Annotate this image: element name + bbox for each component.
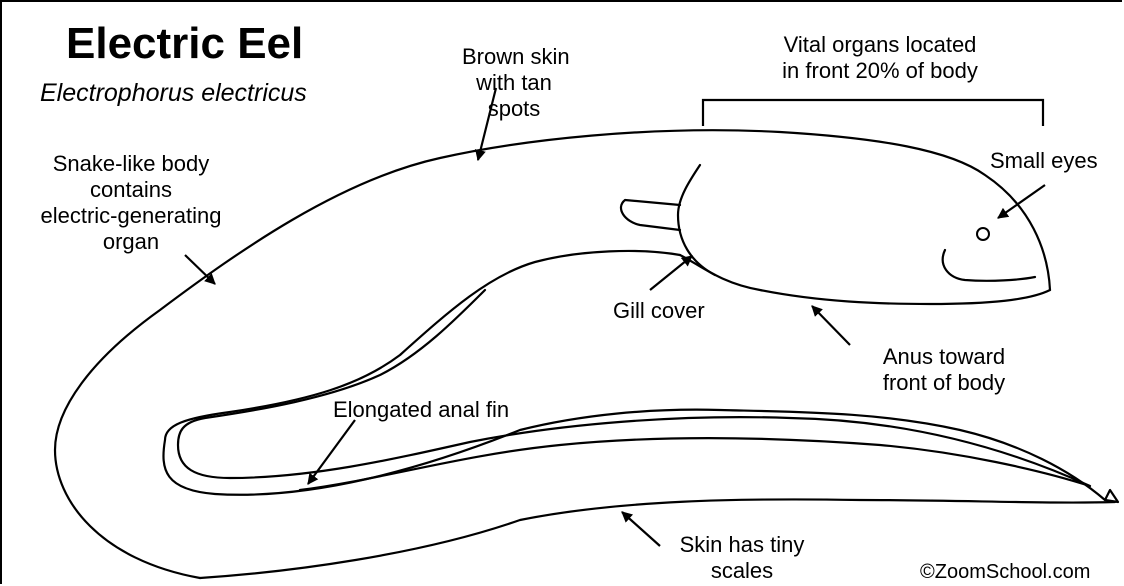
arrow-skin-scales <box>622 512 660 546</box>
arrow-anal-fin <box>308 420 355 484</box>
label-anus-line-2: front of body <box>862 370 1026 396</box>
label-vital-organs: Vital organs located in front 20% of bod… <box>745 32 1015 84</box>
label-brown-skin: Brown skin with tan spots <box>462 44 566 122</box>
label-snake-body-line-1: Snake-like body <box>16 151 246 177</box>
label-skin-scales-line-1: Skin has tiny <box>662 532 822 558</box>
label-snake-body-line-4: organ <box>16 229 246 255</box>
eye <box>977 228 989 240</box>
arrow-anus <box>812 306 850 345</box>
label-small-eyes: Small eyes <box>990 148 1098 174</box>
label-brown-skin-line-3: spots <box>462 96 566 122</box>
label-anal-fin-line-1: Elongated anal fin <box>333 397 509 423</box>
label-skin-scales: Skin has tiny scales <box>662 532 822 584</box>
label-anus: Anus toward front of body <box>862 344 1026 396</box>
label-gill-cover: Gill cover <box>613 298 705 324</box>
label-snake-body: Snake-like body contains electric-genera… <box>16 151 246 255</box>
label-brown-skin-line-2: with tan <box>462 70 566 96</box>
label-brown-skin-line-1: Brown skin <box>462 44 566 70</box>
label-small-eyes-line-1: Small eyes <box>990 148 1098 174</box>
label-gill-cover-line-1: Gill cover <box>613 298 705 324</box>
mouth-line <box>943 250 1035 281</box>
eel-tail-tip <box>1105 490 1118 502</box>
label-snake-body-line-3: electric-generating <box>16 203 246 229</box>
gill-cover-curve <box>678 165 715 275</box>
label-snake-body-line-2: contains <box>16 177 246 203</box>
scientific-name: Electrophorus electricus <box>40 79 307 109</box>
arrow-gill-cover <box>650 256 692 290</box>
copyright-text: ©ZoomSchool.com <box>920 561 1090 585</box>
vital-organs-bracket <box>703 100 1043 126</box>
diagram-title: Electric Eel <box>66 22 303 66</box>
label-vital-organs-line-2: in front 20% of body <box>745 58 1015 84</box>
label-anal-fin: Elongated anal fin <box>333 397 509 423</box>
pectoral-fin <box>621 200 680 230</box>
label-vital-organs-line-1: Vital organs located <box>745 32 1015 58</box>
eel-head-lower-outline <box>680 255 1050 304</box>
label-anus-line-1: Anus toward <box>862 344 1026 370</box>
label-skin-scales-line-2: scales <box>662 558 822 584</box>
